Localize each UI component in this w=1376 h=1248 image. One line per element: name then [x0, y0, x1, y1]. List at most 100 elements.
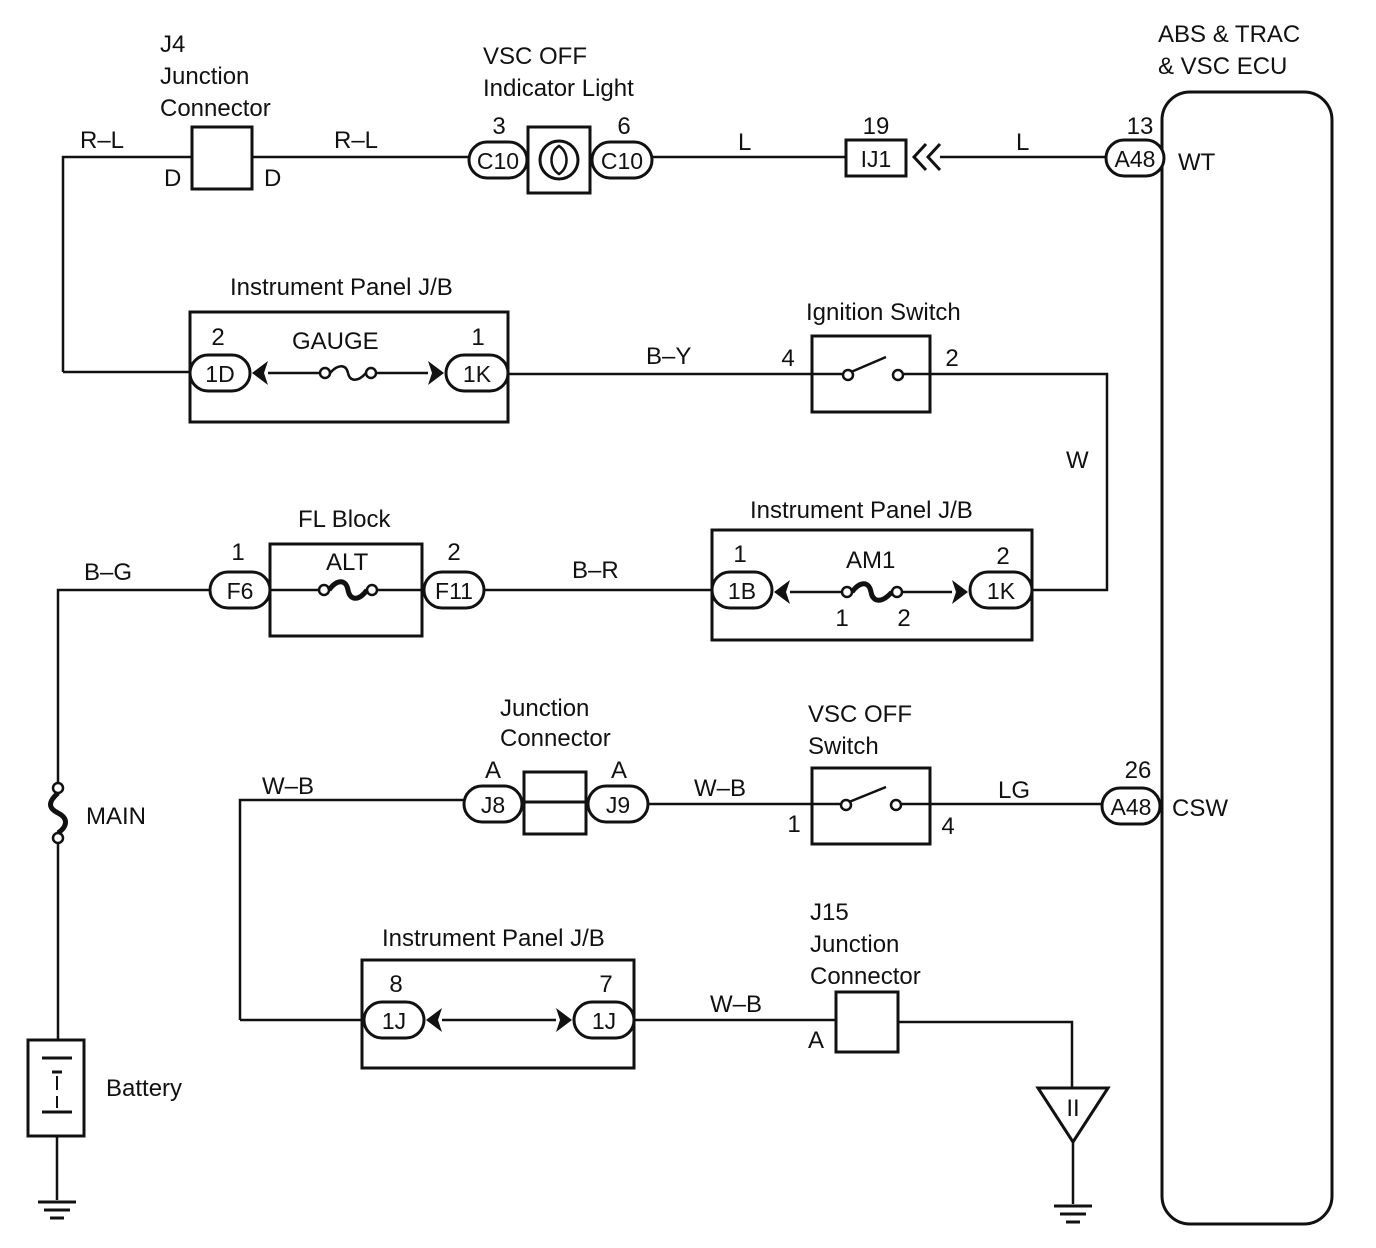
connector-1k-gauge: [444, 353, 510, 393]
connector-1j-right-label: 1J: [592, 1008, 616, 1034]
j15-junction-connector: J15 Junction Connector A: [808, 899, 921, 1054]
j15-body: [834, 990, 900, 1054]
vsc-switch-title-line1: VSC OFF: [808, 701, 912, 728]
wire-label-l-left: L: [738, 129, 751, 156]
instrument-panel-jb-am1: Instrument Panel J/B AM1 1 2 1 2 1B 1K: [710, 497, 1034, 642]
junction-title-line2: Connector: [500, 725, 611, 752]
j4-body: [190, 125, 254, 191]
a48-wt-body: [1104, 138, 1166, 178]
ipjb-gauge-title: Instrument Panel J/B: [230, 274, 453, 301]
j15-line3: Connector: [810, 963, 921, 990]
am1-pin-left: 1: [733, 541, 746, 568]
lamp-filament-icon: [550, 144, 568, 176]
ecu-title-line2: & VSC ECU: [1158, 53, 1287, 80]
connector-1b-label: 1B: [728, 578, 756, 604]
vsc-off-indicator-light: VSC OFF Indicator Light C10 C10 3 6: [467, 43, 654, 195]
wire-wb-left: [238, 798, 464, 1020]
ij1-label: IJ1: [861, 146, 892, 172]
connector-c10-right-label: C10: [601, 148, 643, 174]
a48-csw-label: A48: [1111, 794, 1152, 820]
ground-point-ii: II: [1035, 1086, 1111, 1224]
ground-icon-2: [1054, 1204, 1092, 1224]
connector-f11: [422, 570, 486, 610]
ground-point-triangle-icon: [1035, 1086, 1111, 1145]
connector-1k-am1-label: 1K: [987, 578, 1016, 604]
ipjb-1j-title: Instrument Panel J/B: [382, 925, 605, 952]
j4-junction-connector: J4 Junction Connector D D: [160, 31, 281, 192]
connector-1j-left: [362, 1000, 426, 1040]
row-gauge-circuit: B–Y W Instrument Panel J/B GAUGE 2 1 1D …: [63, 274, 1109, 592]
row-indicator-circuit: R–L R–L L L J4 Junction Connector D D VS…: [61, 31, 1166, 372]
connector-ij1: IJ1 19: [844, 113, 942, 178]
j4-pin-right: D: [264, 165, 281, 192]
lamp-icon: [538, 139, 580, 181]
indicator-title-line2: Indicator Light: [483, 75, 634, 102]
wire-label-lg: LG: [998, 777, 1030, 804]
vsc-switch-title-line2: Switch: [808, 733, 879, 760]
main-fuse-battery: MAIN Battery: [26, 781, 182, 1220]
fl-block-title: FL Block: [298, 506, 391, 533]
am1-pin-right: 2: [996, 543, 1009, 570]
row-switch-circuit: W–B W–B LG Junction Connector J8 J9 A A …: [238, 695, 1162, 1020]
fl-pin-right: 2: [447, 539, 460, 566]
vsc-switch-pin-right: 4: [941, 813, 954, 840]
ground-point-label: II: [1066, 1095, 1079, 1122]
vsc-switch-body: [810, 766, 932, 846]
vsc-switch-pin-left: 1: [787, 811, 800, 838]
ecu-terminal-csw: CSW: [1172, 795, 1228, 822]
a48-csw-pin: 26: [1125, 757, 1152, 784]
ignition-pin-left: 4: [781, 345, 794, 372]
a48-wt-label: A48: [1115, 146, 1156, 172]
wire-label-rl-left: R–L: [80, 127, 124, 154]
connector-j8-label: J8: [481, 792, 505, 818]
ij1-body: [844, 138, 908, 178]
junction-pin-left: A: [485, 757, 501, 784]
fl-pin-left: 1: [231, 539, 244, 566]
connector-a48-csw: A48 26: [1100, 757, 1162, 826]
1j-right-arrow-icon: [556, 1008, 572, 1032]
j4-line3: Connector: [160, 95, 271, 122]
gauge-left-arrow-icon: [252, 361, 268, 385]
ignition-switch: Ignition Switch 4 2: [781, 299, 961, 414]
wire-label-wb-left: W–B: [262, 773, 314, 800]
am1-inner-pin-left: 1: [835, 605, 848, 632]
gauge-pin-right: 1: [471, 324, 484, 351]
connector-1j-right: [572, 1000, 636, 1040]
main-fuse-icon: [48, 781, 68, 845]
connector-1j-left-label: 1J: [382, 1008, 406, 1034]
wire-rl-left: [61, 155, 192, 372]
switch-contact-icon: [812, 355, 930, 382]
ipjb-am1-title: Instrument Panel J/B: [750, 497, 973, 524]
ignition-switch-title: Ignition Switch: [806, 299, 961, 326]
j15-name: J15: [810, 899, 849, 926]
ij1-pin: 19: [863, 113, 890, 140]
j4-name: J4: [160, 31, 185, 58]
ground-icon: [38, 1200, 76, 1220]
a48-csw-body: [1100, 786, 1162, 826]
indicator-title-line1: VSC OFF: [483, 43, 587, 70]
connector-c10-right: [590, 140, 654, 180]
wire-w: [930, 372, 1109, 592]
wire-label-l-right: L: [1016, 129, 1029, 156]
wire-label-bg: B–G: [84, 559, 132, 586]
1j-pin-right: 7: [599, 971, 612, 998]
battery-label: Battery: [106, 1075, 182, 1102]
ecu-title-line1: ABS & TRAC: [1158, 21, 1300, 48]
instrument-panel-jb-1j: Instrument Panel J/B 8 7 1J 1J: [360, 925, 636, 1070]
connector-j9: [586, 784, 650, 824]
main-fuse-label: MAIN: [86, 803, 146, 830]
connector-c10-left: [467, 140, 529, 180]
connector-f11-label: F11: [435, 578, 473, 604]
wire-label-wb-bottom: W–B: [710, 991, 762, 1018]
gauge-fuse-label: GAUGE: [292, 328, 379, 355]
connector-c10-left-label: C10: [477, 148, 519, 174]
wire-j15-to-ground: [898, 1020, 1074, 1088]
indicator-pin-left: 3: [492, 113, 505, 140]
am1-fuse-label: AM1: [846, 547, 895, 574]
1j-left-arrow-icon: [426, 1008, 442, 1032]
connector-j9-label: J9: [606, 792, 630, 818]
j4-pin-left: D: [164, 165, 181, 192]
connector-1d: [188, 353, 252, 393]
connector-1k-gauge-label: 1K: [463, 361, 492, 387]
